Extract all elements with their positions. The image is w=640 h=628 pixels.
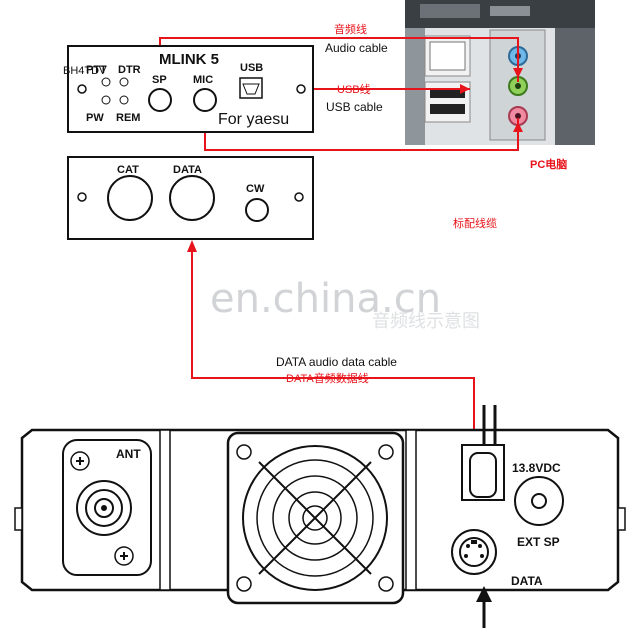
usb-label: USB (240, 62, 263, 74)
audio-cable-label-en: Audio cable (325, 41, 388, 55)
mlink-back-panel (67, 156, 314, 240)
watermark: en.china.cn (210, 276, 441, 322)
callsign-overlay: BH4TDV (63, 65, 107, 77)
ptt-label: PTT (86, 64, 107, 76)
rem-label: REM (116, 112, 140, 124)
ant-label: ANT (116, 447, 141, 461)
data-cable-label-cn: DATA音频数据线 (286, 371, 369, 385)
radio-rear-panel (14, 405, 626, 628)
dtr-label: DTR (118, 64, 141, 76)
mlink-brand: MLINK 5 (159, 51, 219, 68)
pc-motherboard-photo (405, 0, 595, 145)
pc-label: PC电脑 (530, 157, 567, 171)
dc-label: 13.8VDC (512, 461, 561, 475)
usb-cable-label-cn: USB线 (337, 82, 371, 96)
standard-cable-label: 标配线缆 (453, 216, 497, 230)
cw-label: CW (246, 183, 265, 195)
radio-data-label: DATA (511, 574, 543, 588)
mic-label: MIC (193, 74, 213, 86)
usb-cable-label-en: USB cable (326, 100, 383, 114)
pw-label: PW (86, 112, 104, 124)
mlink-subtitle: For yaesu (218, 111, 289, 128)
data-cable-label-en: DATA audio data cable (276, 355, 397, 369)
mlink-front-panel (67, 45, 314, 133)
sp-label: SP (152, 74, 167, 86)
ext-sp-label: EXT SP (517, 535, 560, 549)
audio-cable-label-cn: 音频线 (334, 22, 367, 36)
watermark-sub: 音频线示意图 (372, 311, 480, 332)
cat-label: CAT (117, 164, 139, 176)
data-port-label: DATA (173, 164, 202, 176)
